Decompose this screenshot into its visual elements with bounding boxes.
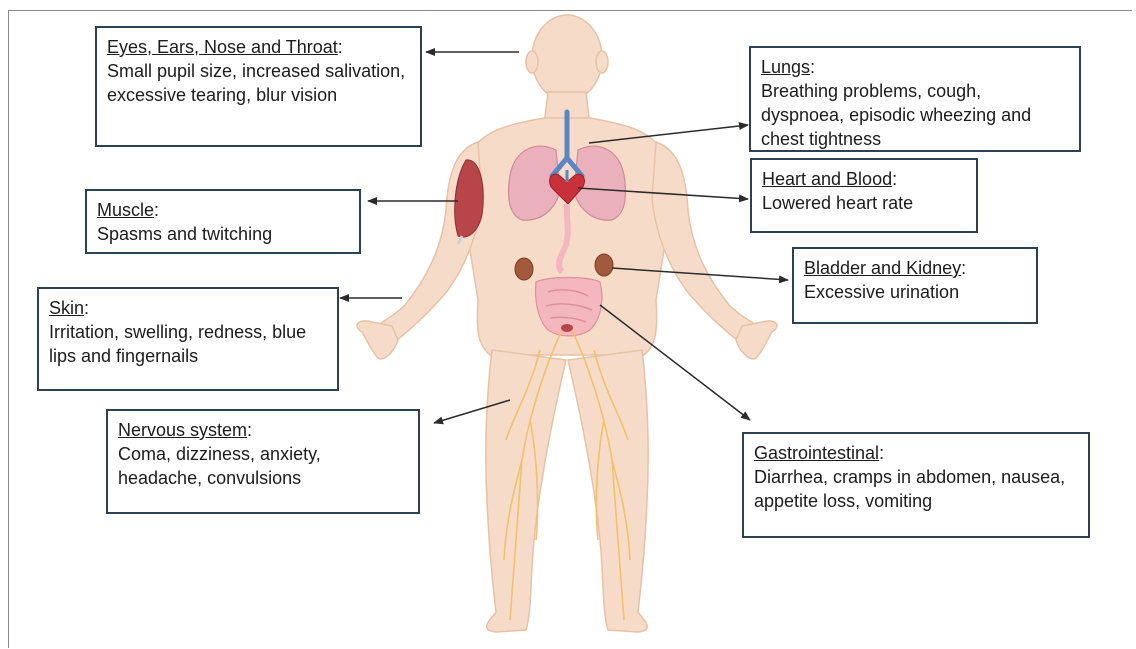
callout-title: Eyes, Ears, Nose and Throat <box>107 37 338 57</box>
right-ear <box>596 51 608 73</box>
callout-eent: Eyes, Ears, Nose and Throat: Small pupil… <box>95 26 422 147</box>
callout-title: Heart and Blood <box>762 169 892 189</box>
right-arm <box>652 142 762 344</box>
callout-nervous: Nervous system: Coma, dizziness, anxiety… <box>106 409 420 514</box>
callout-text: Irritation, swelling, redness, blue lips… <box>49 320 327 368</box>
callout-text: Excessive urination <box>804 280 1026 304</box>
callout-text: Spasms and twitching <box>97 222 349 246</box>
head <box>532 15 602 101</box>
callout-text: Coma, dizziness, anxiety, headache, conv… <box>118 442 408 490</box>
callout-lungs: Lungs: Breathing problems, cough, dyspno… <box>749 46 1081 152</box>
callout-bladder: Bladder and Kidney: Excessive urination <box>792 247 1038 324</box>
callout-gi: Gastrointestinal: Diarrhea, cramps in ab… <box>742 432 1090 538</box>
callout-text: Small pupil size, increased salivation, … <box>107 59 410 107</box>
callout-title: Skin <box>49 298 84 318</box>
right-hand <box>736 321 777 359</box>
callout-title: Gastrointestinal <box>754 443 879 463</box>
callout-title: Muscle <box>97 200 154 220</box>
callout-text: Lowered heart rate <box>762 191 966 215</box>
callout-text: Diarrhea, cramps in abdomen, nausea, app… <box>754 465 1078 513</box>
intestines <box>536 278 602 337</box>
left-hand <box>357 321 398 359</box>
callout-heart: Heart and Blood: Lowered heart rate <box>750 158 978 233</box>
callout-muscle: Muscle: Spasms and twitching <box>85 189 361 254</box>
callout-title: Lungs <box>761 57 810 77</box>
callout-title: Bladder and Kidney <box>804 258 961 278</box>
callout-skin: Skin: Irritation, swelling, redness, blu… <box>37 287 339 391</box>
callout-text: Breathing problems, cough, dyspnoea, epi… <box>761 79 1069 151</box>
callout-title: Nervous system <box>118 420 247 440</box>
left-ear <box>526 51 538 73</box>
